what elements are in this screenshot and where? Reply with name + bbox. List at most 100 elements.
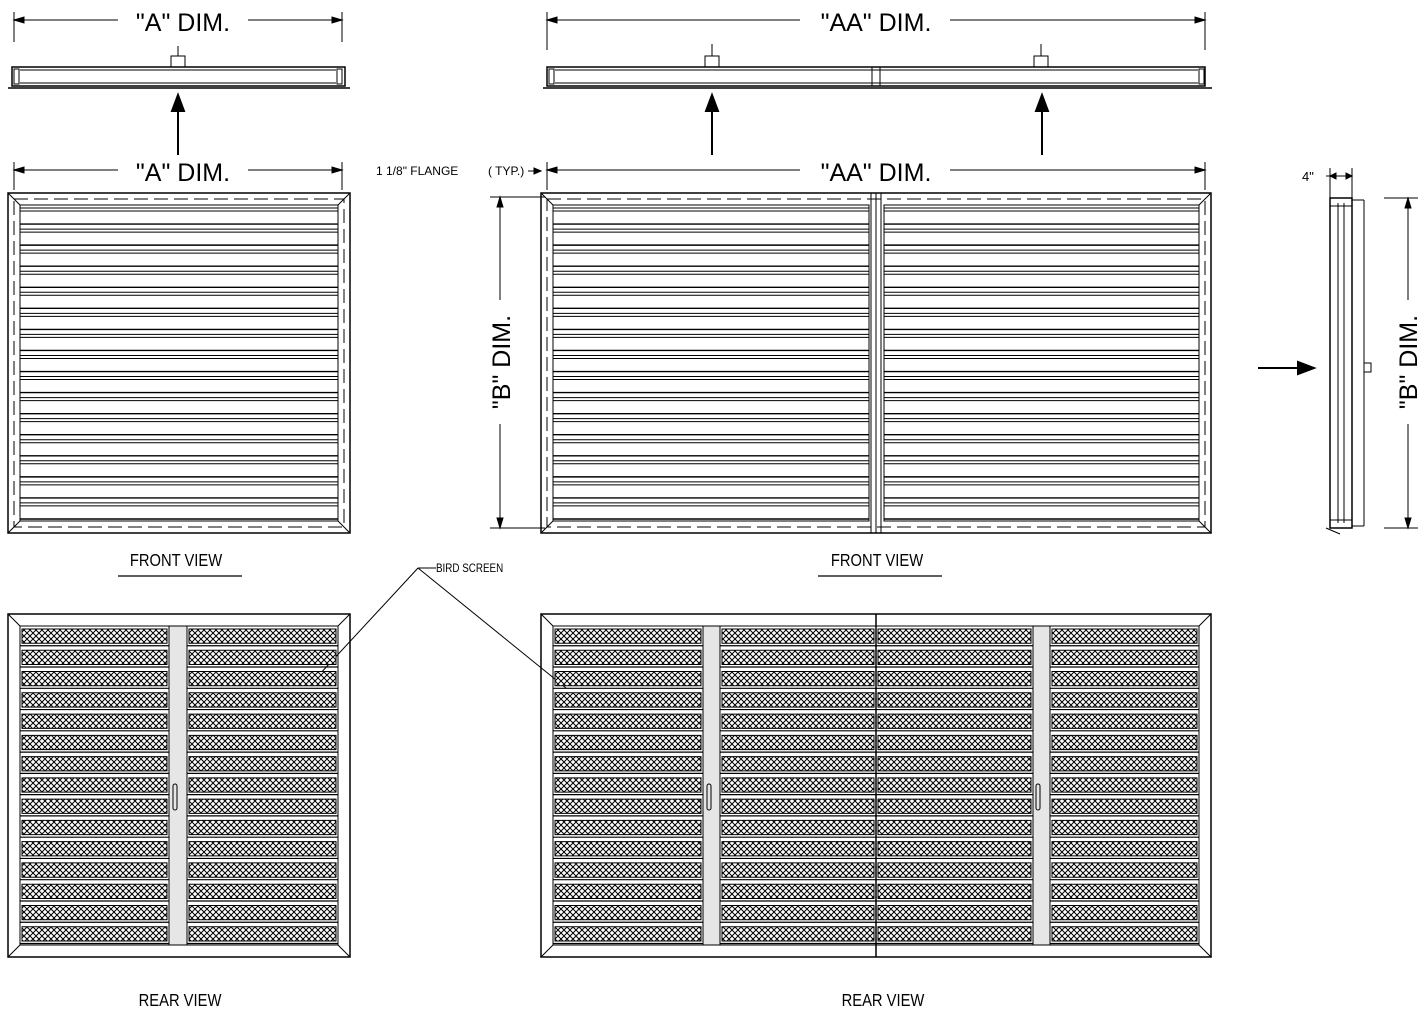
- bird-screen-panel: [555, 672, 701, 686]
- bird-screen-panel: [22, 757, 167, 771]
- bird-screen-panel: [878, 629, 1031, 643]
- bird-screen-panel: [722, 927, 874, 941]
- bird-screen-panel: [189, 778, 336, 792]
- bird-screen-panel: [22, 842, 167, 856]
- bird-screen-panel: [555, 905, 701, 919]
- bird-screen-panel: [722, 693, 874, 707]
- bird-screen-panel: [1052, 863, 1197, 877]
- side-view: [1326, 168, 1418, 534]
- view-arrows: [172, 95, 1314, 374]
- rear-view-title-right: REAR VIEW: [842, 991, 925, 1011]
- bird-screen-panel: [555, 842, 701, 856]
- bird-screen-panel: [878, 927, 1031, 941]
- bird-screen-panel: [555, 863, 701, 877]
- bird-screen-panel: [722, 799, 874, 813]
- bird-screen-panel: [189, 650, 336, 664]
- flange-dim-line: [528, 168, 541, 174]
- bird-screen-panel: [722, 863, 874, 877]
- bird-screen-panel: [22, 863, 167, 877]
- bird-screen-panel: [189, 693, 336, 707]
- bird-screen-panel: [722, 757, 874, 771]
- bird-screen-panel: [22, 905, 167, 919]
- bird-screen-panel: [1052, 927, 1197, 941]
- bird-screen-leader: [318, 568, 566, 688]
- bird-screen-panel: [722, 672, 874, 686]
- bird-screen-panel: [22, 672, 167, 686]
- flange-label: 1 1/8" FLANGE: [376, 164, 458, 178]
- bird-screen-panel: [878, 672, 1031, 686]
- bird-screen-panel: [1052, 884, 1197, 898]
- top-a-dim-label: "A" DIM.: [136, 9, 230, 37]
- bird-screen-panel: [878, 884, 1031, 898]
- bird-screen-panel: [555, 820, 701, 834]
- front-view-title-left: FRONT VIEW: [130, 551, 223, 571]
- bird-screen-panel: [189, 863, 336, 877]
- bird-screen-panel: [1052, 905, 1197, 919]
- bird-screen-panel: [878, 905, 1031, 919]
- bird-screen-panel: [878, 820, 1031, 834]
- bird-screen-panel: [22, 884, 167, 898]
- depth-dim-label: 4": [1302, 169, 1314, 184]
- bird-screen-panel: [878, 650, 1031, 664]
- front-view-single-louver: [8, 193, 350, 533]
- bird-screen-panel: [189, 884, 336, 898]
- bird-screen-panel: [22, 714, 167, 728]
- bird-screen-panel: [555, 778, 701, 792]
- front-view-title-right: FRONT VIEW: [831, 551, 924, 571]
- bird-screen-panel: [189, 714, 336, 728]
- bird-screen-panel: [189, 927, 336, 941]
- bird-screen-panel: [1052, 799, 1197, 813]
- bird-screen-panel: [722, 629, 874, 643]
- bird-screen-panel: [1052, 735, 1197, 749]
- bird-screen-panel: [1052, 820, 1197, 834]
- rear-view-title-left: REAR VIEW: [139, 991, 222, 1011]
- bird-screen-panel: [722, 714, 874, 728]
- top-aa-dim-label: "AA" DIM.: [821, 9, 932, 37]
- bird-screen-panel: [22, 735, 167, 749]
- bird-screen-panel: [22, 693, 167, 707]
- bird-screen-panel: [722, 650, 874, 664]
- b-dim-label-left: "B" DIM.: [488, 315, 516, 409]
- front-view-double-louver: [541, 193, 1211, 533]
- bird-screen-panel: [189, 629, 336, 643]
- bird-screen-panel: [22, 820, 167, 834]
- top-plan-double: [543, 12, 1212, 88]
- bird-screen-panel: [22, 799, 167, 813]
- bird-screen-panel: [555, 735, 701, 749]
- b-dim-label-right: "B" DIM.: [1395, 315, 1423, 409]
- bird-screen-panel: [722, 820, 874, 834]
- bird-screen-panel: [1052, 693, 1197, 707]
- bird-screen-panel: [722, 842, 874, 856]
- front-aa-dim-label: "AA" DIM.: [821, 159, 932, 187]
- bird-screen-panel: [878, 842, 1031, 856]
- bird-screen-panel: [878, 757, 1031, 771]
- bird-screen-panel: [555, 629, 701, 643]
- bird-screen-panel: [22, 778, 167, 792]
- bird-screen-panel: [878, 799, 1031, 813]
- bird-screen-panel: [722, 735, 874, 749]
- bird-screen-panel: [189, 672, 336, 686]
- bird-screen-panel: [189, 757, 336, 771]
- bird-screen-panel: [555, 757, 701, 771]
- bird-screen-panel: [189, 820, 336, 834]
- bird-screen-panel: [722, 905, 874, 919]
- typ-label: ( TYP.): [488, 164, 524, 178]
- bird-screen-panel: [189, 799, 336, 813]
- bird-screen-panel: [1052, 629, 1197, 643]
- bird-screen-panel: [22, 629, 167, 643]
- rear-view-double-louver: [541, 614, 1211, 957]
- bird-screen-panel: [1052, 714, 1197, 728]
- bird-screen-panel: [555, 650, 701, 664]
- bird-screen-panel: [555, 693, 701, 707]
- bird-screen-panel: [722, 884, 874, 898]
- bird-screen-panel: [189, 735, 336, 749]
- bird-screen-panel: [555, 714, 701, 728]
- bird-screen-panel: [878, 863, 1031, 877]
- bird-screen-panel: [22, 927, 167, 941]
- bird-screen-panel: [1052, 842, 1197, 856]
- bird-screen-panel: [22, 650, 167, 664]
- louver-blades: [20, 208, 1199, 944]
- top-plan-single: [8, 12, 350, 88]
- bird-screen-panel: [189, 905, 336, 919]
